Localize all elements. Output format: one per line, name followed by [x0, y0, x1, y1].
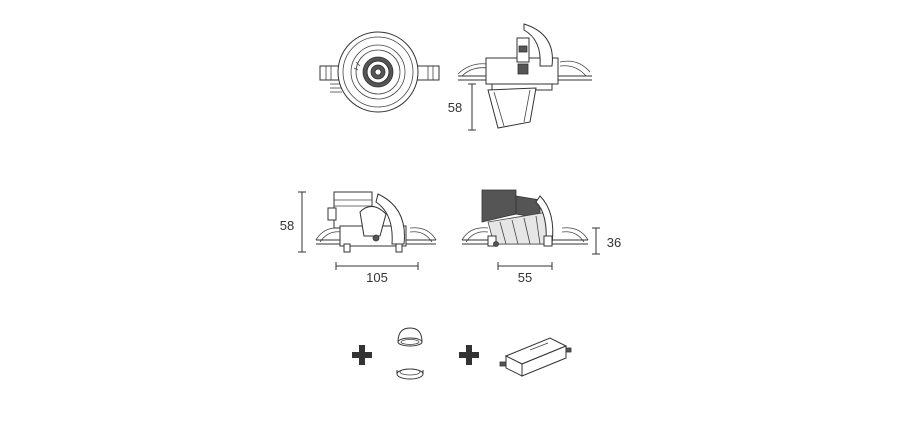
lens-ring-icon: [396, 327, 424, 380]
front-view-drawing: [298, 191, 437, 270]
dim-cut-width: 55: [518, 270, 532, 285]
plus-icon: [459, 345, 479, 365]
led-driver-icon: [499, 337, 572, 377]
plus-icon: [352, 345, 372, 365]
dim-top-side-height: 58: [448, 100, 462, 115]
dim-front-height: 58: [280, 218, 294, 233]
dim-front-width: 105: [366, 270, 388, 285]
side-view-tilted-drawing: [457, 23, 592, 131]
top-view-drawing: [319, 31, 440, 113]
cut-view-drawing: [461, 189, 600, 270]
dim-cut-height: 36: [607, 235, 621, 250]
